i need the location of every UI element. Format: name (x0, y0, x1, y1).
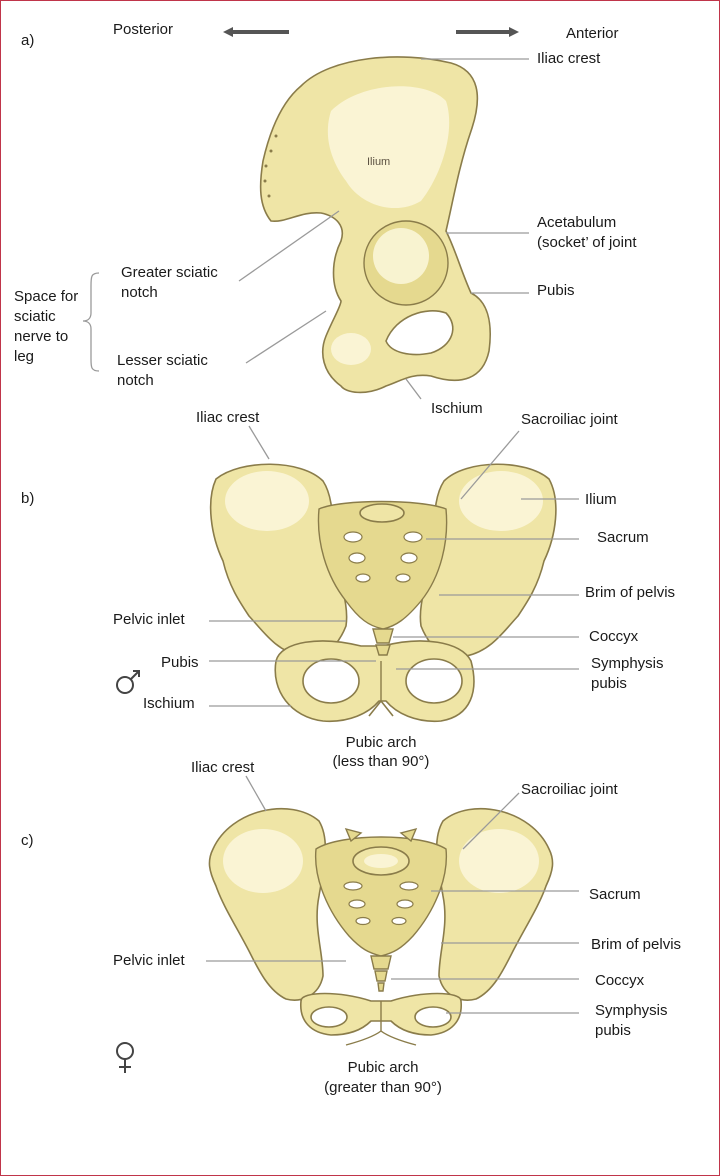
sacroiliac-label-b: Sacroiliac joint (521, 411, 619, 428)
male-sacral-promontory (359, 503, 405, 523)
acetabulum-label-2: (socket’ of joint (537, 234, 637, 251)
leader-b-sacroiliac (460, 430, 520, 500)
symphysis-label-b-1: Symphysis (591, 655, 664, 672)
brim-label-c: Brim of pelvis (591, 936, 681, 953)
male-left-ilium-highlight (225, 471, 309, 531)
posterior-dots (263, 134, 278, 198)
greater-sciatic-label-1: Greater sciatic (121, 264, 218, 281)
pubic-arch-label-c-2: (greater than 90°) (324, 1079, 442, 1096)
female-right-ilium-highlight (459, 829, 539, 893)
anterior-arrowhead (509, 27, 519, 37)
symphysis-label-b-2: pubis (591, 675, 627, 692)
brim-label-b: Brim of pelvis (585, 584, 675, 601)
space-brace (82, 272, 100, 372)
lesser-sciatic-label-1: Lesser sciatic (117, 352, 208, 369)
leader-c-sacroiliac (462, 792, 520, 850)
acetabulum-label-1: Acetabulum (537, 214, 616, 231)
male-right-ilium-highlight (459, 471, 543, 531)
lesser-sciatic-label-2: notch (117, 372, 154, 389)
leader-a-ischium (405, 378, 422, 400)
iliac-crest-label-b: Iliac crest (196, 409, 260, 426)
iliac-crest-label-a: Iliac crest (537, 50, 601, 67)
panel-c-letter: c) (21, 832, 34, 849)
female-sacral-alae (344, 827, 418, 843)
ilium-inner-label: Ilium (367, 156, 390, 168)
panel-b-letter: b) (21, 490, 34, 507)
male-left-obturator (302, 658, 360, 704)
obturator-foramen (385, 310, 454, 356)
male-symbol-icon (116, 670, 140, 694)
female-promontory-highlight (364, 854, 398, 868)
acetabulum-highlight (373, 228, 429, 284)
pelvic-inlet-label-c: Pelvic inlet (113, 952, 186, 969)
space-label-2: sciatic (14, 308, 56, 325)
symphysis-label-c-2: pubis (595, 1022, 631, 1039)
female-pubic-arch (345, 1030, 417, 1046)
sacroiliac-label-c: Sacroiliac joint (521, 781, 619, 798)
iliac-crest-label-c: Iliac crest (191, 759, 255, 776)
female-symbol-icon (116, 1042, 134, 1073)
coccyx-label-c: Coccyx (595, 972, 645, 989)
female-right-obturator (414, 1006, 452, 1028)
panel-c: c) Iliac crest Sac (21, 759, 681, 1096)
coccyx-label-b: Coccyx (589, 628, 639, 645)
leader-b-iliac (248, 425, 270, 460)
leader-a-greater (238, 210, 340, 282)
female-left-ilium-highlight (223, 829, 303, 893)
pubis-label-a: Pubis (537, 282, 575, 299)
panel-b: b) Iliac cre (21, 409, 675, 770)
posterior-label: Posterior (113, 21, 173, 38)
greater-sciatic-label-2: notch (121, 284, 158, 301)
leader-c-iliac (245, 775, 267, 812)
space-label-1: Space for (14, 288, 78, 305)
female-sacral-foramina (343, 881, 419, 926)
leader-a-lesser (245, 310, 327, 364)
ischium-label-a: Ischium (431, 400, 483, 417)
space-label-3: nerve to (14, 328, 68, 345)
female-sacrum (314, 836, 448, 957)
ischial-tuberosity (331, 333, 371, 365)
pubic-arch-label-b-1: Pubic arch (346, 734, 417, 751)
space-label-4: leg (14, 348, 34, 365)
sacrum-label-b: Sacrum (597, 529, 649, 546)
pubic-arch-label-b-2: (less than 90°) (333, 753, 430, 770)
male-sacral-foramina (343, 531, 423, 583)
sacrum-label-c: Sacrum (589, 886, 641, 903)
pubis-label-b: Pubis (161, 654, 199, 671)
pelvic-inlet-label-b: Pelvic inlet (113, 611, 186, 628)
panel-a-letter: a) (21, 32, 34, 49)
posterior-arrowhead (223, 27, 233, 37)
male-right-obturator (405, 658, 463, 704)
anterior-label: Anterior (566, 25, 619, 42)
pubic-arch-label-c-1: Pubic arch (348, 1059, 419, 1076)
male-coccyx (372, 628, 394, 656)
ilium-label-b: Ilium (585, 491, 617, 508)
ischium-label-b: Ischium (143, 695, 195, 712)
panel-a: a) Posterior Anterior Ilium Iliac crest (14, 21, 637, 417)
symphysis-label-c-1: Symphysis (595, 1002, 668, 1019)
ilium-fossa (327, 86, 450, 209)
female-left-obturator (310, 1006, 348, 1028)
female-coccyx (370, 955, 392, 992)
